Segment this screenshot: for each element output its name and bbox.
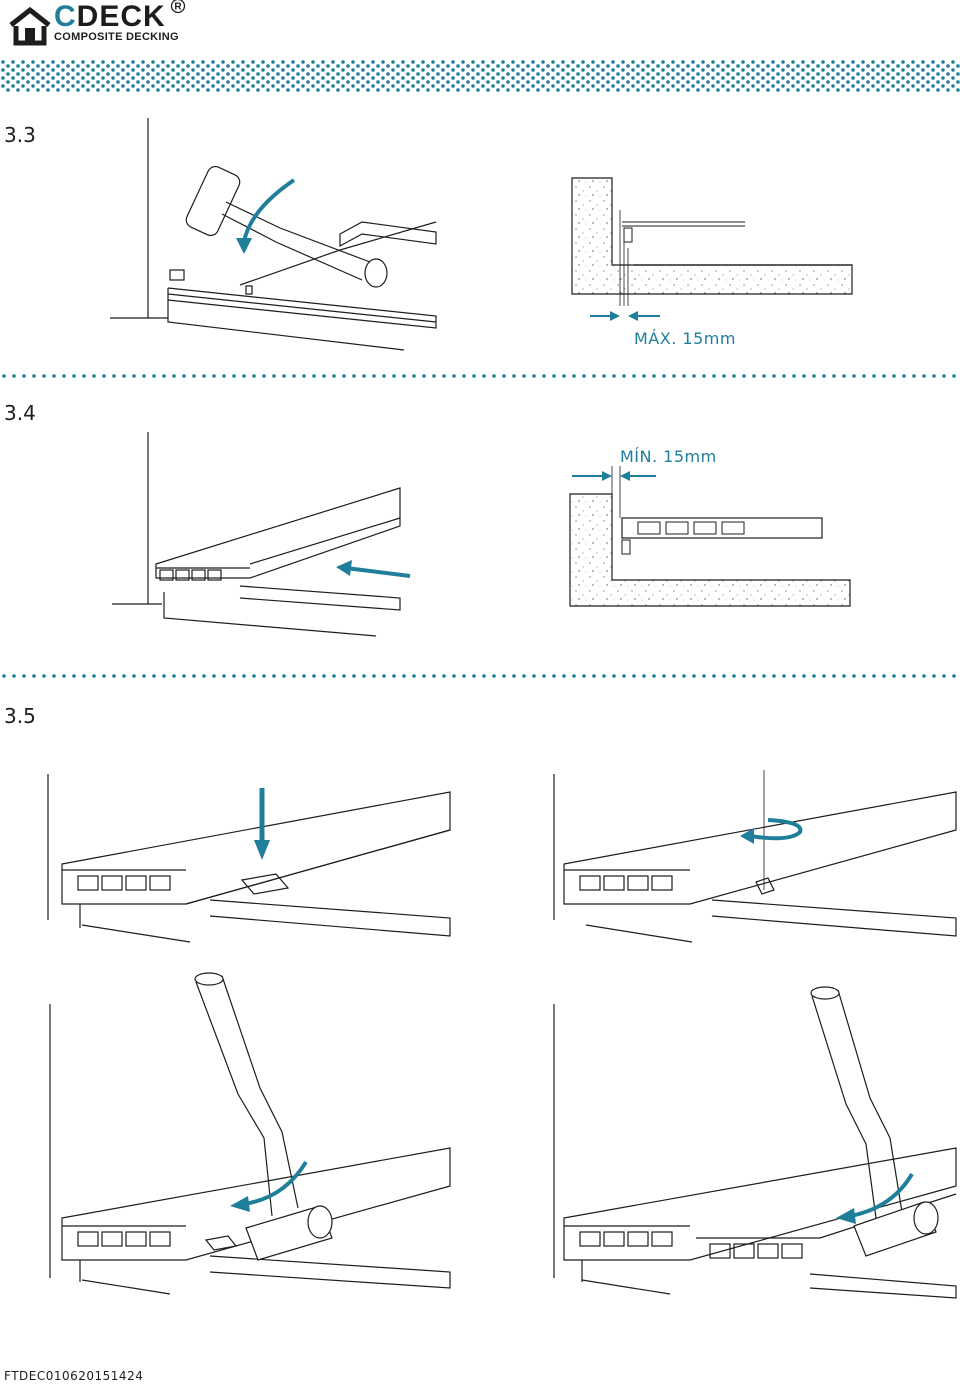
step-3-5-rotate-clip-illustration — [553, 770, 957, 943]
step-3-3-section-detail — [571, 177, 853, 321]
brand-tagline: COMPOSITE DECKING — [54, 31, 179, 43]
document-code: FTDEC010620151424 — [4, 1369, 144, 1383]
step-3-5-hammer-clip-illustration — [49, 972, 451, 1295]
step-3-4-label: 3.4 — [4, 401, 36, 425]
max-gap-dimension-label: MÁX. 15mm — [634, 329, 736, 348]
registered-letter: R — [174, 2, 182, 13]
step-3-5-label: 3.5 — [4, 704, 36, 728]
dotted-band-top — [0, 60, 960, 92]
brand-name-c: C — [54, 0, 77, 33]
step-3-5-hammer-board-illustration — [553, 986, 957, 1299]
step-3-3-hammer-illustration — [110, 118, 437, 351]
step-3-4-section-detail — [569, 466, 851, 607]
brand-name-rest: DECK — [76, 0, 166, 33]
registered-mark-icon: R — [170, 0, 186, 14]
step-3-5-press-clip-illustration — [47, 774, 451, 943]
brand-logo — [4, 2, 204, 46]
dotted-separator-2 — [0, 672, 960, 680]
step-3-4-board-slide-illustration — [112, 432, 411, 637]
brand-name: CDECK — [54, 0, 166, 34]
step-3-3-label: 3.3 — [4, 123, 36, 147]
dotted-separator-1 — [0, 372, 960, 380]
min-gap-dimension-label: MÍN. 15mm — [620, 447, 717, 466]
house-logo-icon — [9, 6, 51, 46]
